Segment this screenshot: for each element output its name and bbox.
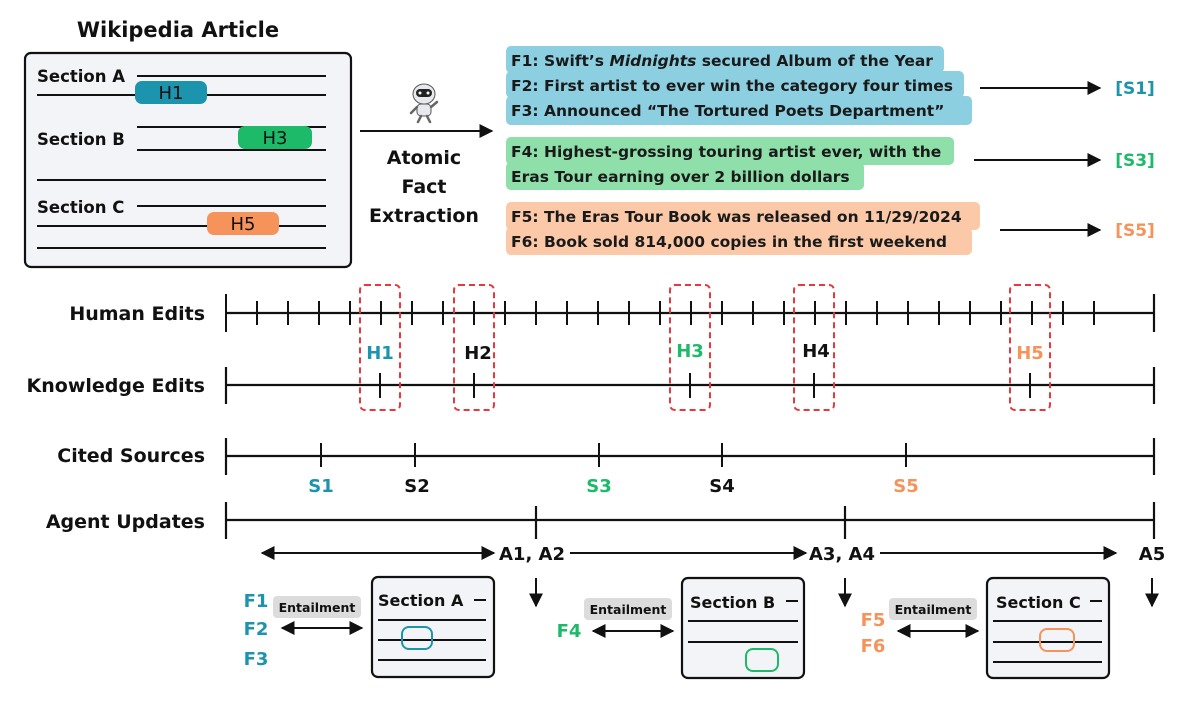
knowledge-label-h3: H3 (676, 341, 704, 362)
source-label-s1: S1 (308, 476, 334, 497)
source-label-s3: S3 (586, 476, 612, 497)
section-c-card-title: Section C (996, 593, 1081, 612)
source-label-s4: S4 (709, 476, 735, 497)
fact-f6: F6: Book sold 814,000 copies in the firs… (511, 233, 947, 251)
edit-highlight-boxes (359, 284, 1051, 411)
agent-updates-timeline: A1, A2 A3, A4 A5 (224, 502, 1165, 608)
agent-updates-label: Agent Updates (46, 511, 205, 533)
section-a-card (370, 575, 496, 679)
section-c-label: Section C (37, 198, 124, 217)
highlight-h1 (135, 81, 207, 104)
update-label-a3-a4: A3, A4 (809, 544, 875, 565)
entailment-group-b: F4 Entailment Section B (557, 576, 806, 680)
source-s5-ref: [S5] (1115, 221, 1155, 241)
entailment-group-c: F5 F6 Entailment Section C (861, 576, 1111, 680)
section-a-highlight (401, 626, 433, 650)
section-b-card-title: Section B (690, 593, 775, 612)
fact-group-b: F4: Highest-grossing touring artist ever… (506, 137, 1155, 190)
cited-sources-timeline: S1 S2 S3 S4 S5 (224, 438, 1156, 497)
highlight-h3-label: H3 (263, 128, 288, 149)
section-a-card-title: Section A (378, 591, 464, 610)
robot-icon (409, 83, 439, 124)
knowledge-label-h5: H5 (1016, 343, 1044, 364)
fact-f5: F5: The Eras Tour Book was released on 1… (511, 208, 962, 226)
fact-f4-line1: F4: Highest-grossing touring artist ever… (511, 143, 941, 161)
fact-ref-f3: F3 (244, 649, 269, 670)
knowledge-label-h4: H4 (802, 341, 830, 362)
fact-ref-f4: F4 (557, 621, 582, 642)
entailment-label-c: Entailment (895, 602, 972, 617)
update-label-a5: A5 (1139, 544, 1165, 565)
section-b-card (680, 576, 806, 680)
fact-ref-f6: F6 (861, 636, 886, 657)
update-label-a1-a2: A1, A2 (499, 544, 565, 565)
knowledge-edits-label: Knowledge Edits (27, 375, 205, 397)
section-c-highlight (1039, 628, 1075, 652)
source-s3-ref: [S3] (1115, 151, 1155, 171)
extraction-label-1: Atomic (387, 147, 461, 169)
fact-ref-f1: F1 (244, 591, 269, 612)
highlight-h5 (207, 212, 279, 235)
fact-group-c: F5: The Eras Tour Book was released on 1… (506, 202, 1155, 255)
source-label-s2: S2 (404, 476, 430, 497)
source-s1-ref: [S1] (1115, 79, 1155, 99)
fact-f1: F1: Swift’s Midnights secured Album of t… (511, 52, 933, 70)
entailment-label-a: Entailment (279, 600, 356, 615)
section-b-label: Section B (37, 130, 125, 149)
knowledge-label-h2: H2 (464, 343, 492, 364)
human-edits-label: Human Edits (69, 303, 205, 325)
wikipedia-article: Wikipedia Article Section A H1 Section B… (23, 18, 353, 269)
fact-f3: F3: Announced “The Tortured Poets Depart… (511, 102, 944, 120)
highlight-h5-label: H5 (231, 214, 256, 235)
highlight-h3 (238, 126, 312, 149)
fact-ref-f2: F2 (244, 619, 269, 640)
fact-ref-f5: F5 (861, 610, 886, 631)
knowledge-edit-marks: H1 H2 H3 H4 H5 (366, 341, 1044, 398)
extraction-label-3: Extraction (369, 205, 479, 227)
section-b-highlight (745, 648, 779, 672)
fact-f2: F2: First artist to ever win the categor… (511, 77, 953, 95)
entailment-label-b: Entailment (590, 602, 667, 617)
article-title: Wikipedia Article (77, 18, 279, 42)
fact-f4-line2: Eras Tour earning over 2 billion dollars (511, 168, 850, 186)
fact-group-a: F1: Swift’s Midnights secured Album of t… (506, 46, 1155, 125)
section-a-label: Section A (37, 67, 125, 86)
knowledge-label-h1: H1 (366, 343, 394, 364)
cited-sources-label: Cited Sources (57, 445, 205, 467)
entailment-group-a: F1 F2 F3 Entailment Section A (244, 575, 496, 679)
source-label-s5: S5 (893, 476, 919, 497)
human-edits-timeline (225, 294, 1156, 332)
highlight-h1-label: H1 (159, 83, 184, 104)
extraction-label-2: Fact (401, 176, 446, 198)
